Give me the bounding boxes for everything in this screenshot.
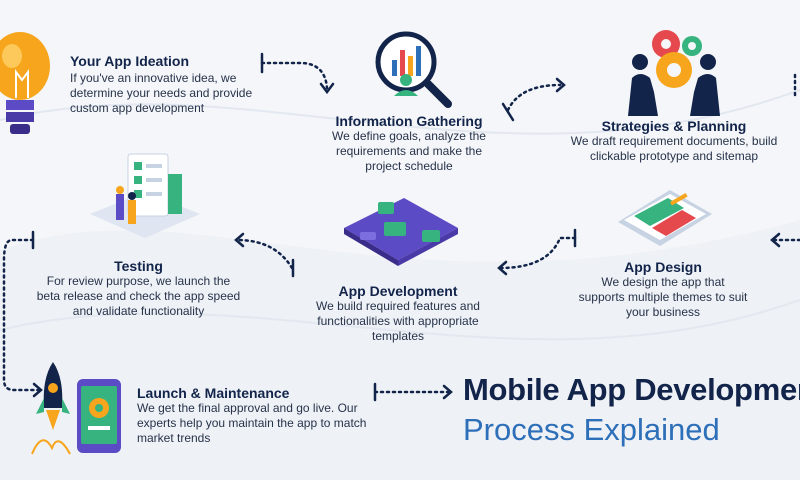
step-title: Strategies & Planning — [601, 118, 747, 134]
step-testing: Testing For review purpose, we launch th… — [36, 258, 241, 319]
step-app-design: App Design We design the app that suppor… — [578, 259, 748, 320]
step-description: We build required features and functiona… — [316, 299, 480, 343]
testing-icon — [90, 153, 200, 238]
lightbulb-icon — [0, 32, 50, 134]
magnifier-chart-icon — [375, 31, 452, 108]
step-description: We get the final approval and go live. O… — [137, 401, 367, 445]
step-description: We define goals, analyze the requirement… — [332, 129, 486, 173]
step-title: Information Gathering — [335, 113, 483, 129]
step-app-development: App Development We build required featur… — [302, 283, 494, 344]
step-information-gathering: Information Gathering We define goals, a… — [326, 113, 492, 174]
step-description: If you've an innovative idea, we determi… — [70, 71, 253, 115]
step-description: For review purpose, we launch the beta r… — [36, 274, 241, 318]
step-ideation: Your App Ideation If you've an innovativ… — [70, 53, 275, 116]
step-description: We design the app that supports multiple… — [578, 275, 748, 319]
rocket-icon — [31, 362, 71, 455]
step-launch-maintenance: Launch & Maintenance We get the final ap… — [137, 385, 377, 446]
step-strategies-planning: Strategies & Planning We draft requireme… — [558, 118, 790, 164]
gears-team-icon — [628, 30, 720, 116]
step-title: Your App Ideation — [70, 53, 189, 69]
step-description: We draft requirement documents, build cl… — [570, 134, 778, 163]
phone-icon — [77, 379, 121, 453]
step-title: App Development — [338, 283, 458, 299]
app-dev-icon — [344, 198, 458, 266]
step-title: Testing — [114, 258, 163, 274]
page-title: Mobile App Development — [463, 372, 800, 407]
step-title: App Design — [624, 259, 702, 275]
page-subtitle: Process Explained — [463, 412, 720, 447]
step-title: Launch & Maintenance — [137, 385, 290, 401]
app-design-icon — [618, 190, 712, 246]
